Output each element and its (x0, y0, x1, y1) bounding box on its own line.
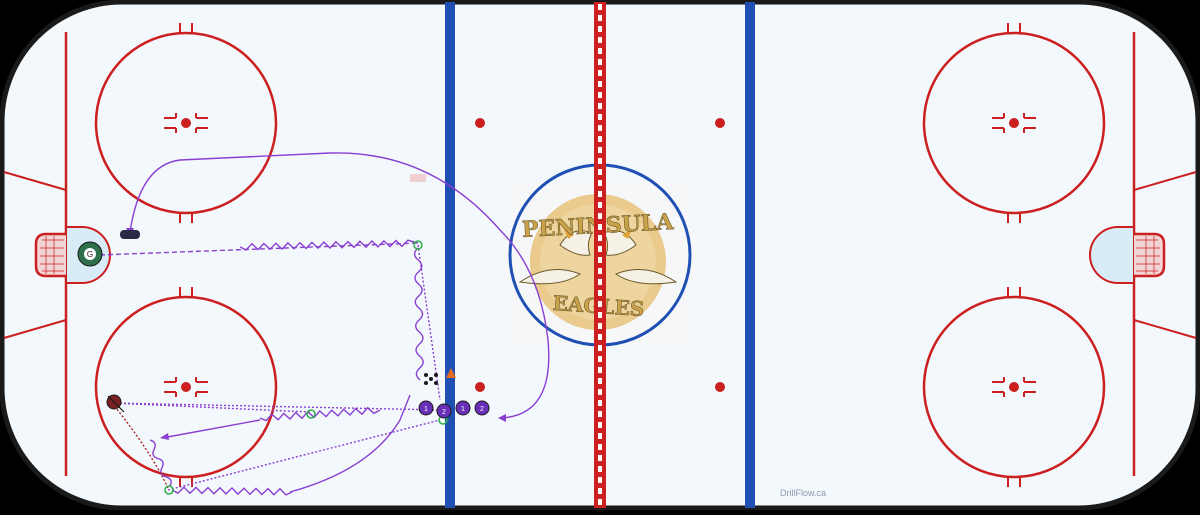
right-goal-crease (1089, 226, 1135, 284)
neutral-dot-bottom-right (715, 382, 725, 392)
faceoff-dot (1009, 118, 1019, 128)
zigzag-left-loop (149, 439, 172, 487)
left-corner-line-bottom (3, 319, 67, 339)
faceoff-circle (94, 23, 278, 223)
arrowhead-icon (498, 414, 506, 422)
faceoff-dot (181, 382, 191, 392)
player-label: 1 (424, 406, 428, 413)
faceoff-circles (94, 23, 1106, 487)
pass-path-dotted-4 (167, 419, 441, 491)
center-red-line (594, 2, 606, 508)
faceoff-circle (922, 287, 1106, 487)
target-marker (413, 240, 423, 250)
cone-icon (446, 368, 456, 378)
faceoff-dot (1009, 382, 1019, 392)
left-corner-line-top (3, 171, 67, 191)
target-markers (164, 240, 448, 495)
player-marker-lower-left (106, 394, 125, 413)
puck-pile (424, 373, 438, 385)
player-group: 1 2 1 2 (418, 400, 490, 419)
skate-path-long-curve (129, 152, 550, 419)
faceoff-circle (922, 23, 1106, 223)
drill-paths (99, 152, 550, 496)
zigzag-top (239, 239, 419, 251)
watermark-text: DrillFlow.ca (780, 488, 826, 498)
puck (424, 373, 428, 377)
faceoff-dot (181, 118, 191, 128)
arrowhead-icon (160, 433, 169, 440)
target-marker (164, 485, 174, 495)
player-marker: 2 (436, 403, 452, 419)
puck (434, 381, 438, 385)
neutral-dot-bottom-left (475, 382, 485, 392)
right-corner-line-top (1133, 171, 1197, 191)
goalie-label: G (87, 250, 93, 259)
drill-note-marker (410, 174, 426, 182)
player-label: 2 (442, 409, 446, 416)
player-label: 1 (461, 406, 465, 413)
target-marker (306, 409, 316, 419)
pass-path-dotted-2 (111, 402, 441, 411)
goalie-marker: G (77, 241, 103, 267)
dotted-red-to-corner (111, 402, 169, 489)
puck-tag (120, 230, 140, 239)
neutral-dot-top-left (475, 118, 485, 128)
puck (434, 373, 438, 377)
skate-path-angle (161, 419, 261, 439)
left-blue-line (445, 2, 455, 508)
pass-path-dotted-3 (111, 402, 311, 413)
zigzag-right-vertical (413, 247, 424, 381)
zigzag-mid (259, 406, 381, 422)
right-blue-line (745, 2, 755, 508)
right-corner-line-bottom (1133, 319, 1197, 339)
puck (429, 377, 433, 381)
left-goal-net (34, 232, 66, 278)
player-marker: 1 (455, 400, 471, 416)
right-goal-net (1134, 232, 1166, 278)
player-marker: 1 (418, 400, 434, 416)
neutral-dot-top-right (715, 118, 725, 128)
pass-path-goalie (99, 242, 419, 256)
skate-path-lower-return (289, 394, 411, 493)
faceoff-circle (94, 287, 278, 487)
player-label: 2 (480, 406, 484, 413)
puck (424, 381, 428, 385)
zigzag-bottom (171, 486, 293, 496)
player-marker: 2 (474, 400, 490, 416)
